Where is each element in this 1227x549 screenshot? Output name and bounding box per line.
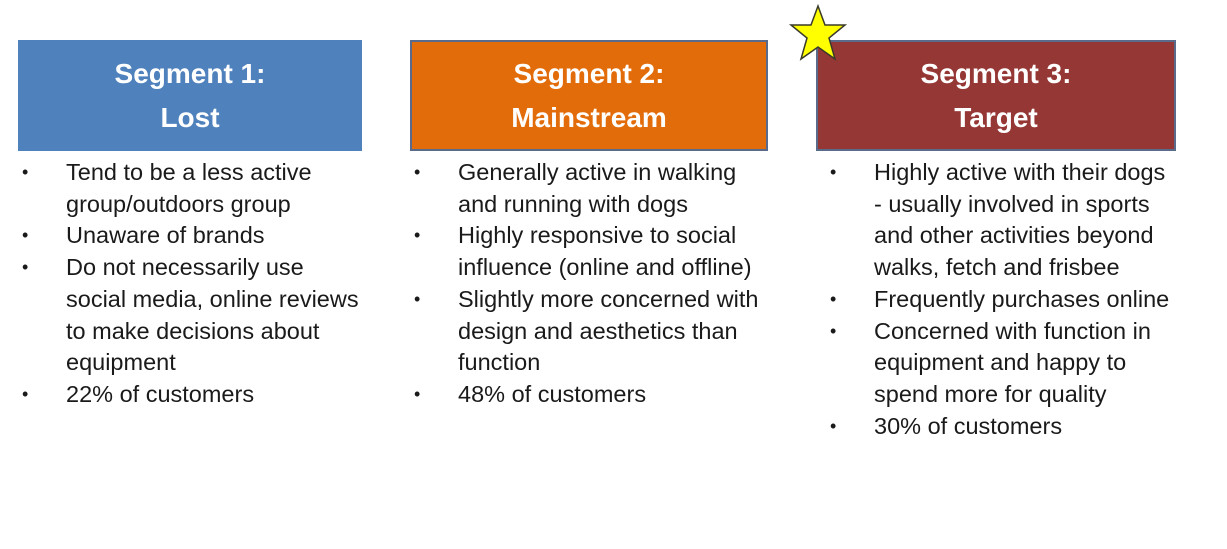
segment-1-title-number: Segment 1:	[114, 57, 266, 89]
segment-1-bullet-list: • Tend to be a less active group/outdoors…	[18, 157, 362, 411]
bullet-icon: •	[414, 162, 421, 182]
list-item: • 30% of customers	[816, 411, 1176, 443]
bullet-text: 30% of customers	[874, 412, 1063, 439]
bullet-icon: •	[830, 288, 837, 309]
segment-1: Segment 1: Lost • Tend to be a less activ…	[18, 0, 362, 549]
list-item: • Slightly more concerned with design and…	[410, 284, 768, 379]
list-item: • Generally active in walking and running…	[410, 157, 768, 220]
star-shape	[788, 4, 848, 61]
bullet-icon: •	[830, 162, 837, 182]
bullet-icon: •	[22, 162, 29, 182]
list-item: • Highly responsive to social influence (…	[410, 220, 768, 283]
segment-2: Segment 2: Mainstream • Generally active …	[410, 0, 768, 549]
list-item: • Frequently purchases online	[816, 284, 1176, 316]
bullet-icon: •	[22, 257, 29, 278]
segment-3-bullet-list: • Highly active with their dogs - usually…	[816, 157, 1176, 442]
bullet-text: Highly active with their dogs - usually …	[874, 159, 1166, 281]
bullet-text: Slightly more concerned with design and …	[458, 285, 759, 376]
list-item: • Concerned with function in equipment an…	[816, 316, 1176, 411]
bullet-text: 22% of customers	[66, 380, 255, 407]
list-item: • Highly active with their dogs - usually…	[816, 157, 1176, 284]
segment-3-title-name: Target	[954, 101, 1038, 133]
bullet-text: Unaware of brands	[66, 222, 265, 249]
star-icon	[788, 4, 848, 61]
bullet-text: Highly responsive to social influence (o…	[458, 222, 752, 281]
bullet-text: Do not necessarily use social media, onl…	[66, 254, 359, 376]
bullet-text: 48% of customers	[458, 380, 647, 407]
segment-2-title-name: Mainstream	[511, 101, 667, 133]
segment-1-title-name: Lost	[160, 101, 220, 133]
segment-1-header: Segment 1: Lost	[18, 40, 362, 151]
bullet-icon: •	[414, 225, 421, 246]
bullet-text: Tend to be a less active group/outdoors …	[66, 159, 312, 217]
list-item: • 22% of customers	[18, 379, 362, 411]
list-item: • Tend to be a less active group/outdoors…	[18, 157, 362, 220]
bullet-text: Frequently purchases online	[874, 285, 1170, 312]
bullet-icon: •	[830, 320, 837, 341]
segment-3: Segment 3: Target • Highly active with th…	[816, 0, 1176, 549]
segment-3-header: Segment 3: Target	[816, 40, 1176, 151]
segment-3-title-number: Segment 3:	[920, 57, 1072, 89]
bullet-icon: •	[22, 383, 29, 404]
bullet-icon: •	[830, 415, 837, 436]
segment-2-title-number: Segment 2:	[513, 57, 665, 89]
segment-2-header: Segment 2: Mainstream	[410, 40, 768, 151]
bullet-icon: •	[22, 225, 29, 246]
segment-2-bullet-list: • Generally active in walking and running…	[410, 157, 768, 411]
bullet-text: Generally active in walking and running …	[458, 159, 737, 217]
list-item: • Do not necessarily use social media, on…	[18, 252, 362, 379]
bullet-icon: •	[414, 288, 421, 309]
list-item: • Unaware of brands	[18, 220, 362, 252]
list-item: • 48% of customers	[410, 379, 768, 411]
bullet-text: Concerned with function in equipment and…	[874, 317, 1151, 407]
bullet-icon: •	[414, 383, 421, 404]
